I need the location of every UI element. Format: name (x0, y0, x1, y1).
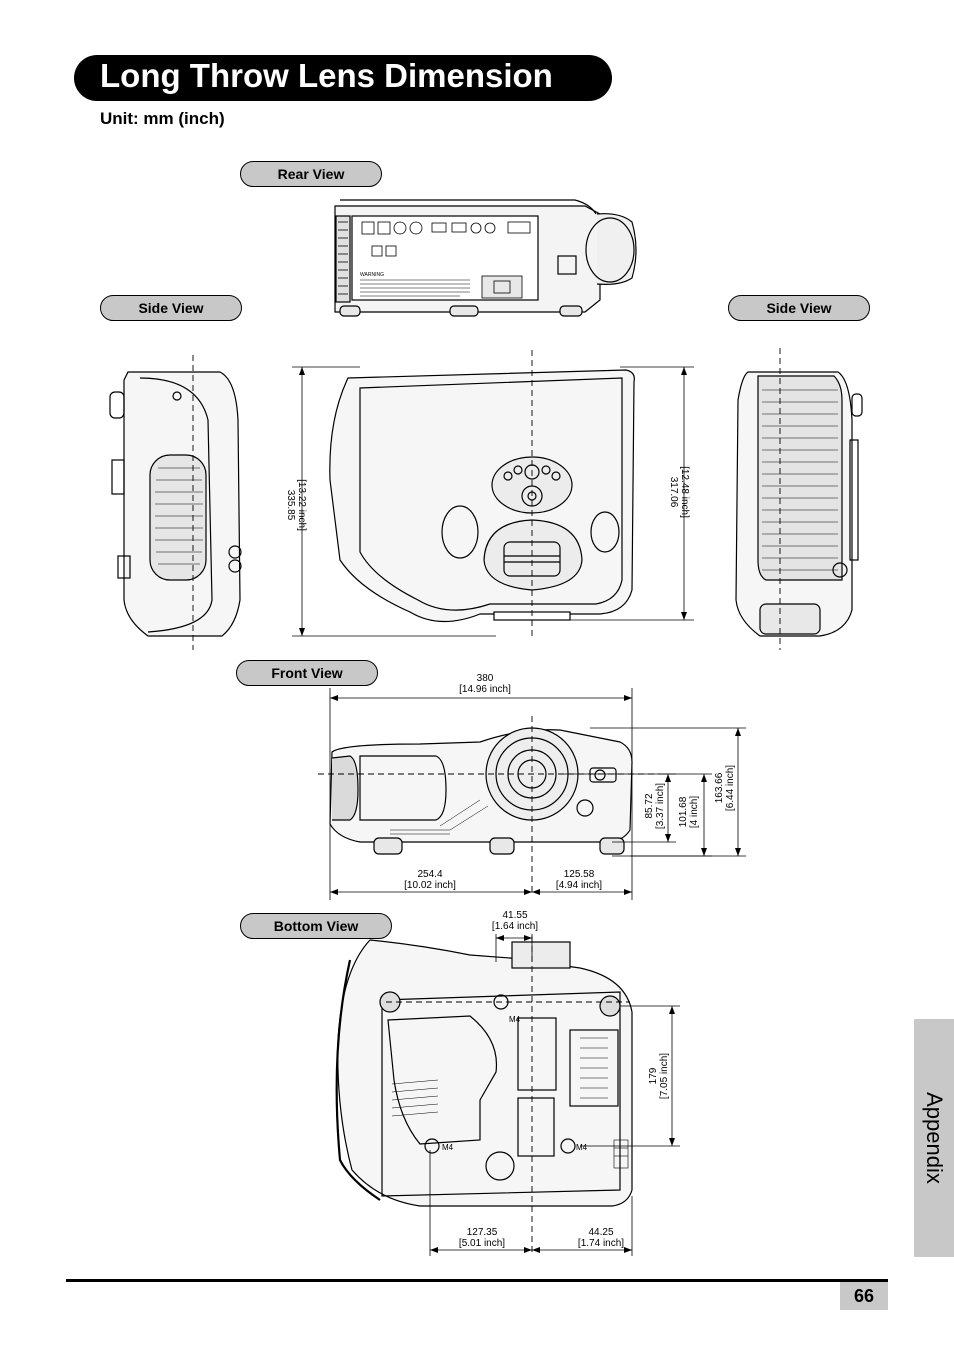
dim-left-to-lens-mm: 254.4 (417, 869, 442, 880)
screw-label-m4-right: M4 (576, 1143, 588, 1152)
bottom-view-drawing: M4 M4 M4 (335, 939, 633, 1207)
dimension-lines (292, 366, 746, 1256)
dim-total-height-mm: 163.66 (714, 772, 725, 803)
dim-bottom-depth-mm: 179 (648, 1067, 659, 1084)
dim-top-depth-mm: 335.85 (285, 490, 296, 521)
unit-label: Unit: mm (inch) (100, 109, 225, 128)
dim-width-in: [14.96 inch] (459, 684, 511, 695)
side-view-right-drawing (735, 371, 863, 637)
page-title: Long Throw Lens Dimension (100, 57, 553, 94)
front-view-drawing (329, 727, 633, 855)
dim-lens-height-mm: 85.72 (644, 793, 655, 818)
bottom-view-label: Bottom View (240, 913, 392, 939)
side-view-left-label: Side View (100, 295, 242, 321)
dim-top-body-in: [12.48 inch] (679, 466, 690, 518)
dim-bottom-right-in: [1.74 inch] (578, 1238, 624, 1249)
page-number: 66 (840, 1282, 888, 1310)
dim-left-to-lens-in: [10.02 inch] (404, 880, 456, 891)
dim-bottom-left-mm: 127.35 (467, 1227, 498, 1238)
footer-rule (66, 1279, 888, 1282)
appendix-label: Appendix (922, 1092, 947, 1184)
dim-bottom-left-in: [5.01 inch] (459, 1238, 505, 1249)
top-view-drawing (329, 369, 635, 623)
dim-bottom-right-mm: 44.25 (588, 1227, 613, 1238)
appendix-tab: Appendix (914, 1019, 954, 1257)
dim-bottom-offset-in: [1.64 inch] (492, 921, 538, 932)
rear-warning-text: WARNING (360, 272, 384, 278)
rear-view-drawing: WARNING (334, 199, 637, 317)
dimension-labels: 335.85 [13.22 inch] 317.06 [12.48 inch] … (285, 466, 736, 1249)
side-view-left-drawing (109, 371, 242, 637)
dim-lens-to-right-in: [4.94 inch] (556, 880, 602, 891)
dim-lens-height-in: [3.37 inch] (655, 783, 666, 829)
dim-total-height-in: [6.44 inch] (725, 765, 736, 811)
dimension-arrows (299, 367, 741, 1253)
side-view-right-label: Side View (728, 295, 870, 321)
front-view-label: Front View (236, 660, 378, 686)
dim-bottom-depth-in: [7.05 inch] (659, 1053, 670, 1099)
rear-view-label: Rear View (240, 161, 382, 187)
dim-top-body-mm: 317.06 (668, 477, 679, 508)
screw-label-m4-top: M4 (509, 1015, 521, 1024)
dim-width-mm: 380 (477, 673, 494, 684)
dim-lens-to-right-mm: 125.58 (564, 869, 595, 880)
dim-body-height-mm: 101.68 (678, 796, 689, 827)
title-banner: Long Throw Lens Dimension (74, 55, 612, 101)
dim-top-depth-in: [13.22 inch] (296, 479, 307, 531)
dim-bottom-offset-mm: 41.55 (502, 910, 527, 921)
dim-body-height-in: [4 inch] (689, 796, 700, 828)
screw-label-m4-left: M4 (442, 1143, 454, 1152)
